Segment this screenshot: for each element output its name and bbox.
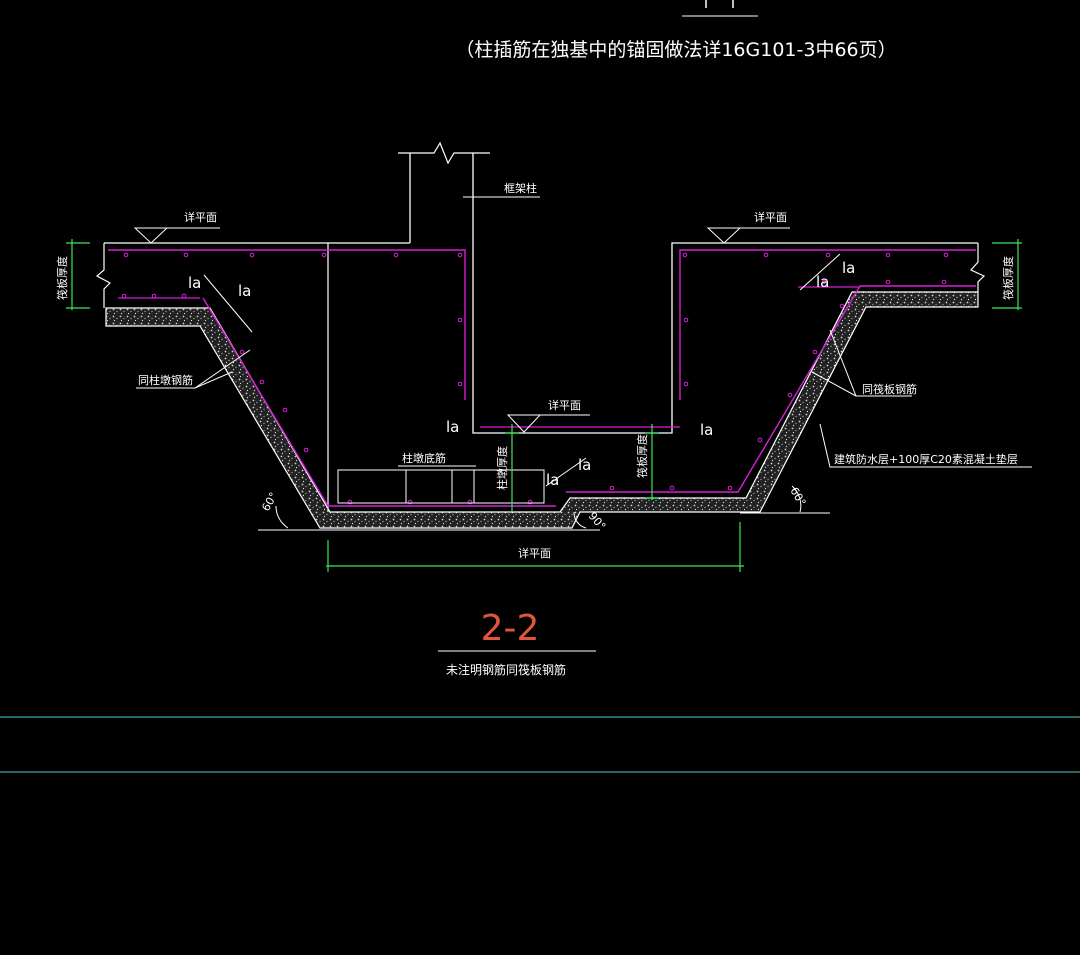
anchor-label: la <box>816 273 829 291</box>
angle-arc-right <box>791 485 802 513</box>
label-raft-thk-mid: 筏板厚度 <box>635 434 649 478</box>
top-rebar-left <box>108 249 466 400</box>
label-frame-column: 框架柱 <box>504 181 537 195</box>
anchor-label: la <box>578 456 591 474</box>
cap-bottom-mesh <box>337 469 545 504</box>
label-angle-left: 60° <box>259 490 280 513</box>
top-rebar-right <box>679 249 976 400</box>
label-detail-right: 详平面 <box>754 210 787 224</box>
anchor-label: la <box>238 282 251 300</box>
level-marks <box>133 227 790 433</box>
cushion-layer <box>105 291 979 529</box>
anchor-label: la <box>446 418 459 436</box>
left-break-line <box>95 243 111 308</box>
label-detail-bottom: 详平面 <box>518 546 551 560</box>
leader-lines <box>136 196 1032 487</box>
right-break-line <box>970 243 986 292</box>
label-cap-thk: 柱墩厚度 <box>495 446 509 490</box>
section-note: 未注明钢筋同筏板钢筋 <box>446 662 566 677</box>
anchor-labels: la la la la la la la la <box>188 259 855 489</box>
rebar-dots <box>121 252 949 505</box>
anchor-label: la <box>188 274 201 292</box>
label-waterproof: 建筑防水层+100厚C20素混凝土垫层 <box>834 452 1018 466</box>
section-title: 2-2 <box>481 608 540 649</box>
anchor-label: la <box>700 421 713 439</box>
label-same-cap-rebar: 同柱墩钢筋 <box>138 373 193 387</box>
labels: 框架柱 详平面 详平面 详平面 同柱墩钢筋 同筏板钢筋 柱墩底筋 建筑防水层+1… <box>55 181 1018 560</box>
column-break-line <box>398 141 490 165</box>
label-raft-thk-left: 筏板厚度 <box>55 256 69 300</box>
anchor-label: la <box>546 471 559 489</box>
anchor-label: la <box>842 259 855 277</box>
angle-arc-step <box>573 511 587 529</box>
label-cap-bottom-rebar: 柱墩底筋 <box>402 451 446 465</box>
angle-arc-left <box>275 505 289 529</box>
label-detail-center: 详平面 <box>548 398 581 412</box>
label-angle-step: 90° <box>586 510 608 533</box>
dimension-lines <box>66 239 1022 572</box>
header-note: （柱插筋在独基中的锚固做法详16G101-3中66页） <box>455 39 896 61</box>
label-angle-right: 60° <box>787 485 808 508</box>
bottom-rebar-left <box>202 297 556 507</box>
label-raft-thk-right: 筏板厚度 <box>1001 256 1015 300</box>
foundation-outline-column-right <box>472 153 978 434</box>
label-same-raft-rebar: 同筏板钢筋 <box>862 382 917 396</box>
label-detail-left: 详平面 <box>184 210 217 224</box>
